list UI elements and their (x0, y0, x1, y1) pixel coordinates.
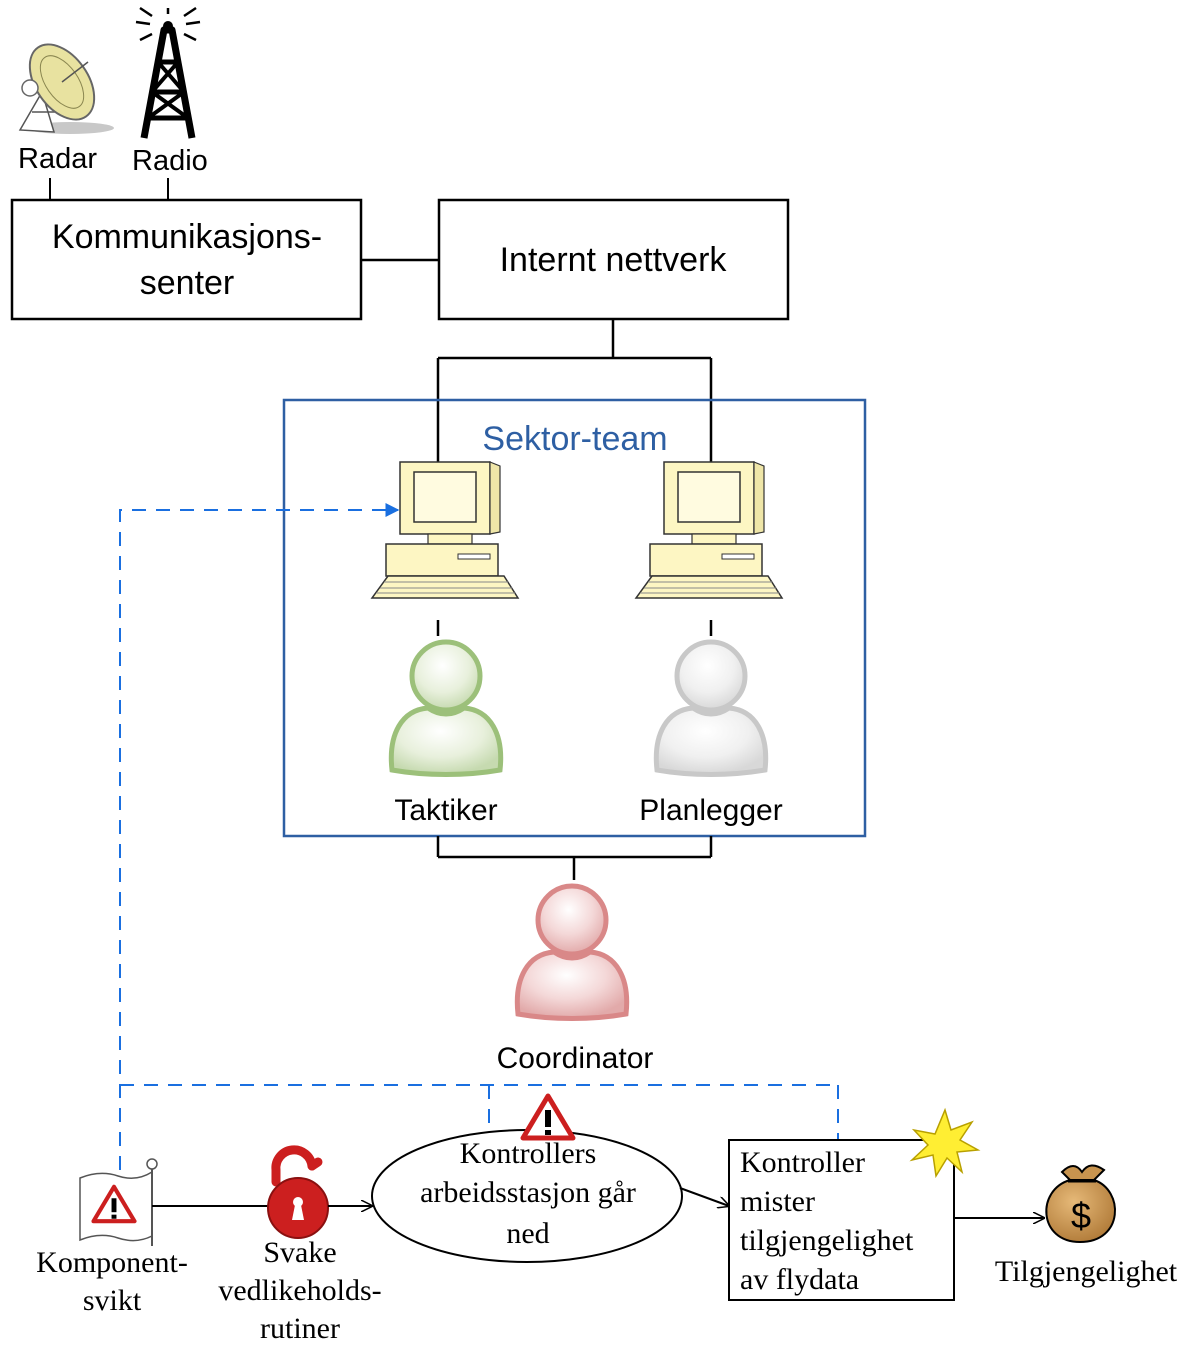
explosion-star-icon (909, 1107, 981, 1179)
threat-scenario-label-line2: arbeidsstasjon går (420, 1176, 636, 1209)
internal-network-box (437, 198, 790, 321)
satellite-dish-icon (18, 43, 114, 134)
incident-label-line2: mister (740, 1185, 815, 1218)
tactician-person-icon (391, 642, 500, 775)
planner-label: Planlegger (639, 794, 782, 827)
coordinator-label: Coordinator (497, 1042, 654, 1075)
scenario-warning-triangle-icon (523, 1096, 573, 1138)
sector-team-label: Sektor-team (482, 420, 667, 458)
radio-tower-icon (135, 6, 201, 139)
incident-label-line1: Kontroller (740, 1146, 865, 1179)
radio-label: Radio (132, 145, 208, 177)
threat-source-label-line2: svikt (83, 1284, 142, 1317)
dashed-relation-lines (119, 503, 839, 1170)
team-coordinator-link (436, 836, 713, 880)
sector-team-box (282, 398, 867, 838)
tactician-label: Taktiker (394, 794, 497, 827)
incident-label-line4: av flydata (740, 1263, 859, 1296)
incident-label-line3: tilgjengelighet (740, 1224, 914, 1257)
vulnerability-label-line2: vedlikeholds- (218, 1274, 381, 1307)
internal-network-label: Internt nettverk (500, 241, 728, 279)
money-bag-icon (1045, 1164, 1116, 1244)
network-bus (436, 319, 713, 462)
planner-computer-icon (635, 461, 783, 599)
asset-label: Tilgjengelighet (995, 1255, 1178, 1288)
scenario-to-incident-arrow (679, 1187, 729, 1206)
planner-person-icon (656, 642, 765, 775)
threat-source-label-line1: Komponent- (36, 1246, 188, 1279)
comm-center-label-line1: Kommunikasjons- (52, 218, 322, 256)
threat-scenario-label-line3: ned (506, 1217, 549, 1250)
vulnerability-label-line1: Svake (263, 1236, 336, 1269)
vulnerability-label-line3: rutiner (260, 1312, 340, 1345)
unwanted-incident-box (728, 1139, 955, 1301)
tactician-computer-icon (371, 461, 519, 599)
threat-scenario-label-line1: Kontrollers (460, 1137, 597, 1170)
radar-label: Radar (18, 143, 97, 175)
open-padlock-icon (267, 1145, 329, 1239)
comm-center-label-line2: senter (140, 264, 235, 302)
coordinator-person-icon (517, 886, 626, 1019)
dollar-sign: $ (1071, 1195, 1091, 1236)
